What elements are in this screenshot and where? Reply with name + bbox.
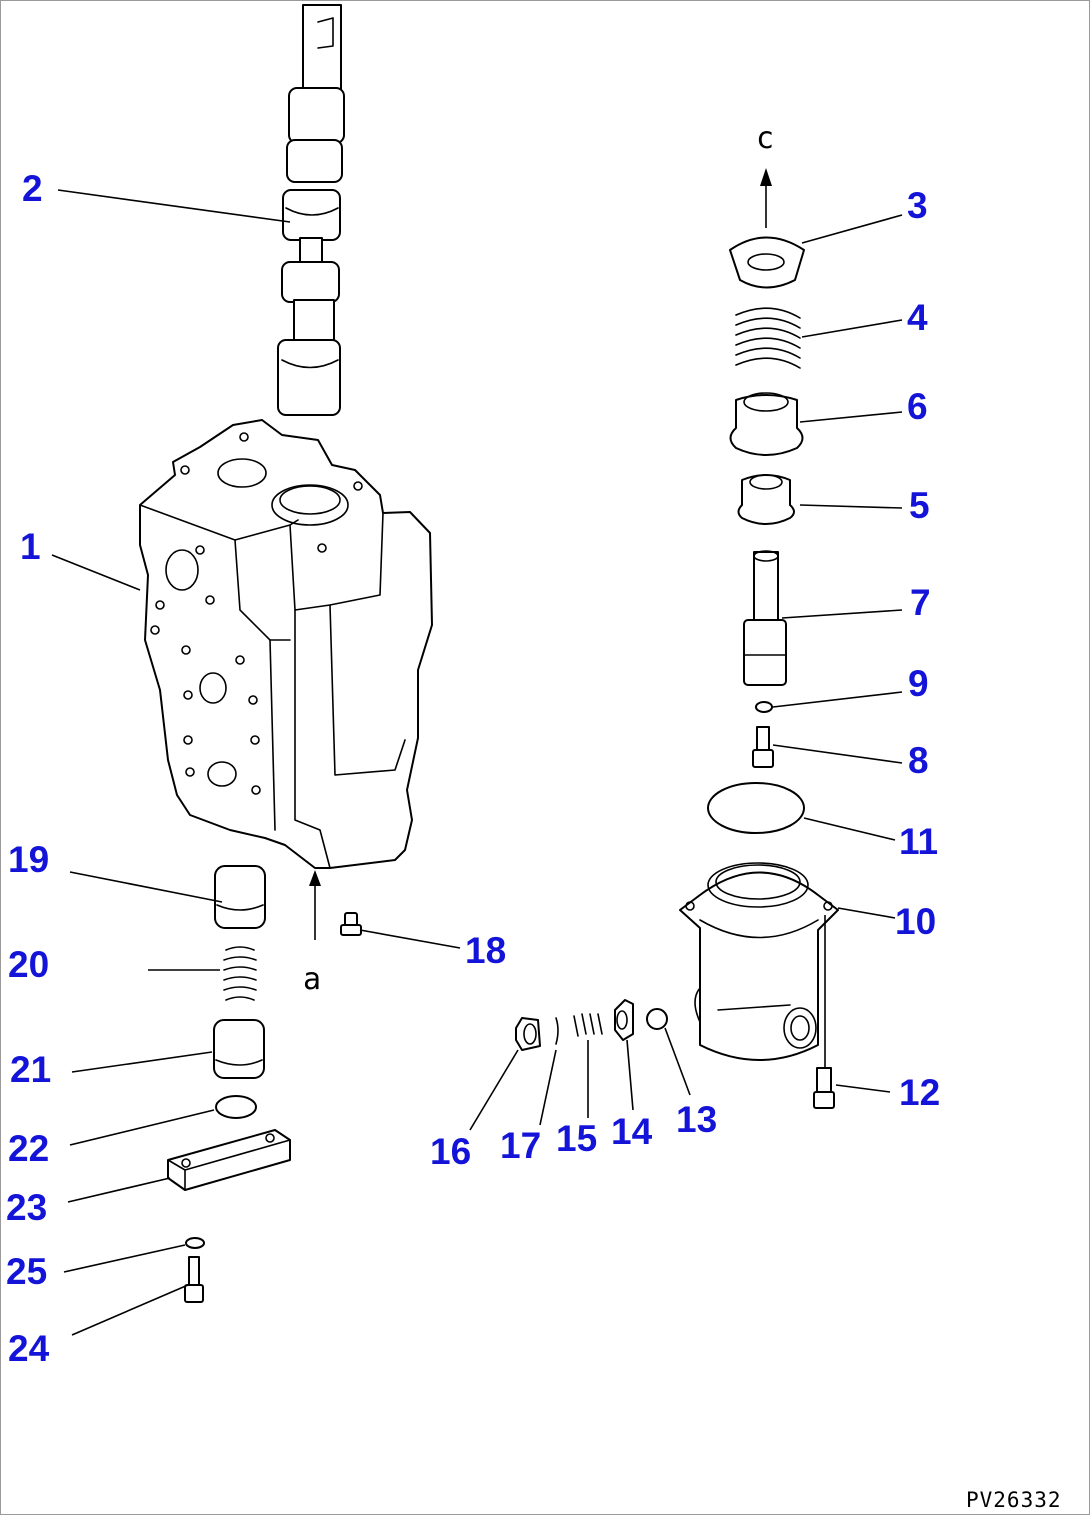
collar-part xyxy=(737,474,795,525)
spring-part-right xyxy=(735,307,801,369)
arrow-label-c: c xyxy=(756,121,775,156)
seat-part xyxy=(614,999,634,1041)
arrow-c xyxy=(760,168,772,228)
sleeve-part xyxy=(729,392,804,456)
callout-2: 2 xyxy=(22,168,43,209)
callout-11: 11 xyxy=(899,821,939,862)
callout-16: 16 xyxy=(430,1131,472,1172)
callout-15: 15 xyxy=(556,1118,598,1159)
callout-22: 22 xyxy=(8,1128,50,1169)
plug-part xyxy=(340,912,362,936)
valve-body-part xyxy=(139,419,433,869)
callout-19: 19 xyxy=(8,839,50,880)
callout-23: 23 xyxy=(6,1187,48,1228)
washer-part-right xyxy=(755,701,773,713)
callout-3: 3 xyxy=(907,185,928,226)
callout-9: 9 xyxy=(908,663,929,704)
callout-24: 24 xyxy=(8,1328,50,1369)
bolt-part xyxy=(184,1256,204,1303)
plug-part-check xyxy=(515,1017,541,1051)
callout-14: 14 xyxy=(611,1111,653,1152)
callout-20: 20 xyxy=(8,944,50,985)
piston-part xyxy=(213,1019,265,1079)
bolt-part-case xyxy=(813,915,835,1109)
callout-25: 25 xyxy=(6,1251,48,1292)
callout-13: 13 xyxy=(676,1099,718,1140)
arrow-a xyxy=(309,870,321,940)
leader-lines xyxy=(51,189,903,1336)
arrow-label-a: a xyxy=(303,962,322,997)
o-ring-part-right xyxy=(707,782,805,834)
callout-1: 1 xyxy=(20,526,41,567)
callout-10: 10 xyxy=(895,901,937,942)
callout-18: 18 xyxy=(465,930,507,971)
spool-part xyxy=(277,4,345,416)
spring-part-check xyxy=(573,1013,603,1037)
retainer-part xyxy=(729,236,805,289)
plate-part xyxy=(167,1129,291,1191)
callout-17: 17 xyxy=(500,1125,542,1166)
o-ring-part xyxy=(215,1095,257,1119)
ball-part xyxy=(646,1008,668,1030)
spring-part xyxy=(223,946,257,1001)
clip-part xyxy=(555,1017,559,1045)
drawing-number: PV26332 xyxy=(966,1488,1062,1512)
callout-4: 4 xyxy=(907,297,928,338)
plunger-part xyxy=(743,550,787,686)
cap-part xyxy=(214,865,266,929)
callout-7: 7 xyxy=(910,582,931,623)
case-part xyxy=(679,862,839,1061)
bolt-part-right xyxy=(752,726,774,768)
callout-6: 6 xyxy=(907,386,928,427)
callout-21: 21 xyxy=(10,1049,52,1090)
callout-5: 5 xyxy=(909,485,930,526)
washer-part xyxy=(185,1237,205,1249)
callout-8: 8 xyxy=(908,740,929,781)
callout-12: 12 xyxy=(899,1072,941,1113)
